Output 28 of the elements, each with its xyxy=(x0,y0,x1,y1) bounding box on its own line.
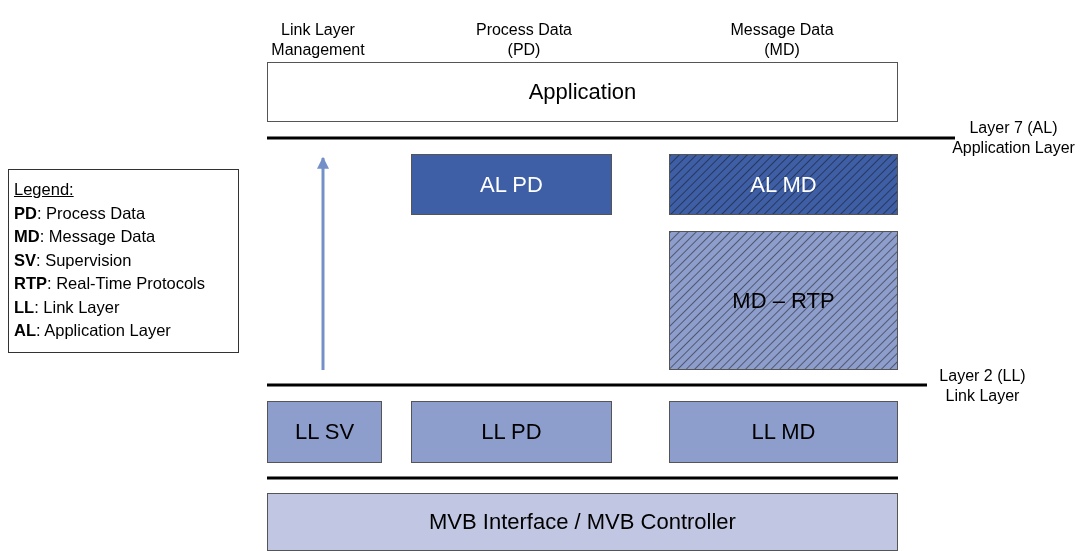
box-label: LL PD xyxy=(481,419,542,445)
legend-entry: PD: Process Data xyxy=(14,202,147,224)
column-heading: Process Data (PD) xyxy=(474,20,573,60)
layer-box xyxy=(411,401,612,463)
box-label: AL MD xyxy=(750,171,817,198)
legend-entry: AL: Application Layer xyxy=(14,320,172,341)
layer-label: Layer 7 (AL) Application Layer xyxy=(951,118,1076,158)
legend-entry: MD: Message Data xyxy=(14,226,157,247)
layer-box xyxy=(411,154,612,215)
box-label: MD – RTP xyxy=(732,287,835,314)
legend-entry: LL: Link Layer xyxy=(14,296,121,318)
box-label: LL MD xyxy=(751,419,816,445)
column-heading: Link Layer Management xyxy=(270,20,366,60)
legend-entry: RTP: Real-Time Protocols xyxy=(14,273,206,294)
hatched-layer-box xyxy=(669,231,898,370)
box-label: Application xyxy=(528,79,637,105)
hatched-layer-box xyxy=(669,154,898,215)
layer-box xyxy=(669,401,898,463)
box-label: LL SV xyxy=(294,419,355,445)
legend-entry: SV: Supervision xyxy=(14,249,133,271)
legend-heading: Legend: xyxy=(14,179,75,200)
box-label: AL PD xyxy=(480,171,543,198)
column-heading: Message Data (MD) xyxy=(729,20,835,60)
application-box xyxy=(267,62,898,122)
layer-label: Layer 2 (LL) Link Layer xyxy=(938,366,1027,406)
interface-box xyxy=(267,493,898,551)
box-label: MVB Interface / MVB Controller xyxy=(429,509,736,535)
layer-box xyxy=(267,401,382,463)
